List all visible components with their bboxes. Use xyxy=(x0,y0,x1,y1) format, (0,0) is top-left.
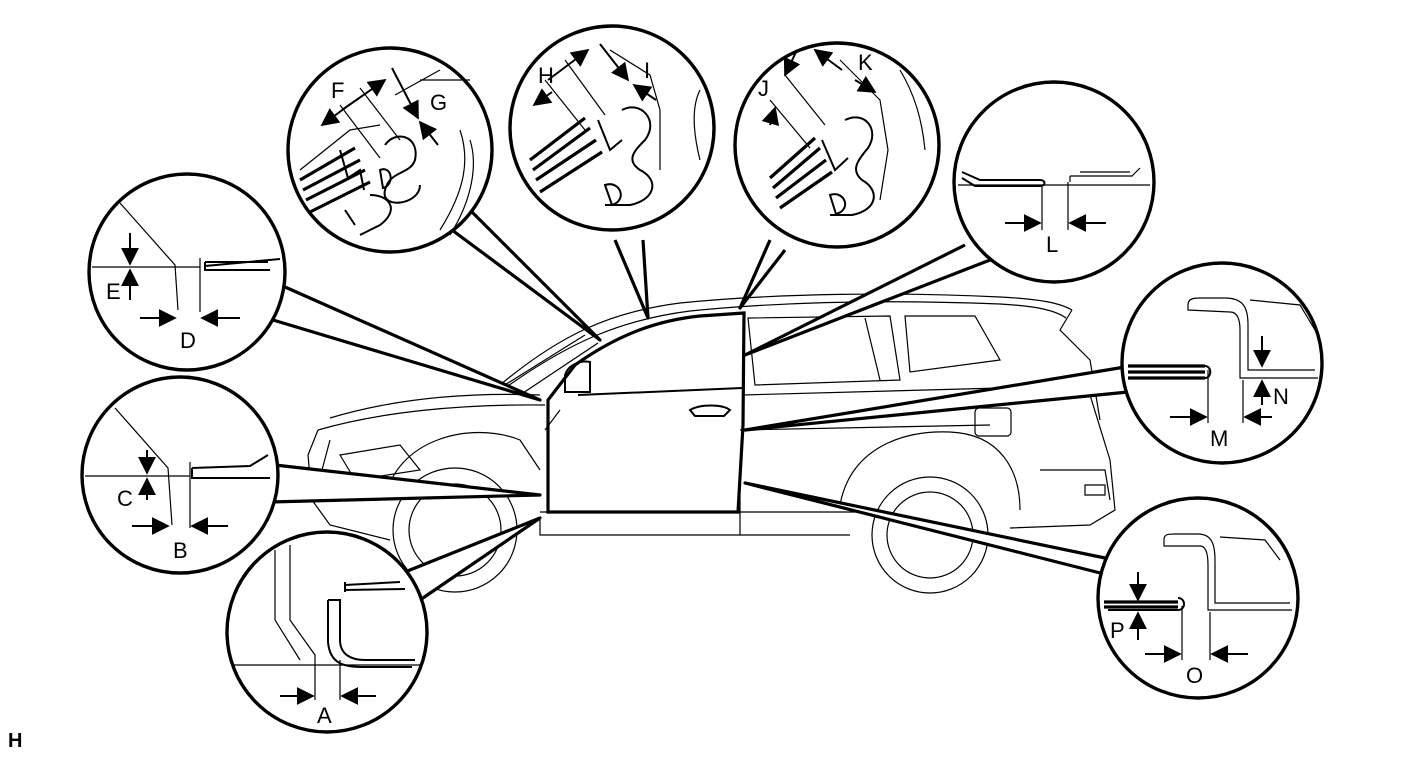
pointer-de xyxy=(272,285,542,402)
detail-bubble-a: A xyxy=(225,530,429,734)
detail-bubble-l: L xyxy=(952,80,1156,284)
label-l: L xyxy=(1046,232,1058,257)
callout-pointers xyxy=(269,208,1129,602)
label-a: A xyxy=(317,703,332,728)
pointer-a xyxy=(404,516,542,602)
label-k: K xyxy=(858,50,873,75)
label-c: C xyxy=(117,486,133,511)
label-p: P xyxy=(1110,618,1125,643)
pointer-bc xyxy=(269,463,542,504)
pointer-hi xyxy=(613,239,650,320)
pointer-mn xyxy=(743,365,1129,432)
label-d: D xyxy=(180,328,196,353)
label-o: O xyxy=(1186,663,1203,688)
label-f: F xyxy=(331,78,344,103)
figure-code: H xyxy=(8,730,23,752)
pointer-op xyxy=(743,481,1121,580)
detail-bubble-de: E D xyxy=(87,172,287,372)
detail-bubble-jk: J K xyxy=(733,41,941,249)
pointer-jk xyxy=(738,239,787,310)
label-e: E xyxy=(106,279,121,304)
label-j: J xyxy=(758,76,769,101)
detail-bubble-hi: H I xyxy=(508,24,716,232)
detail-bubble-fg: F G xyxy=(286,46,494,254)
detail-bubble-mn: N M xyxy=(1120,261,1324,465)
pointer-fg xyxy=(451,208,602,342)
label-h: H xyxy=(538,63,554,88)
vehicle-outline xyxy=(307,293,1116,594)
label-n: N xyxy=(1273,384,1289,409)
pointer-l xyxy=(743,243,991,357)
label-m: M xyxy=(1210,426,1228,451)
detail-bubble-bc: C B xyxy=(80,375,280,575)
label-b: B xyxy=(173,538,188,563)
label-g: G xyxy=(430,90,447,115)
label-i: I xyxy=(644,58,650,83)
detail-bubble-op: P O xyxy=(1096,496,1300,700)
